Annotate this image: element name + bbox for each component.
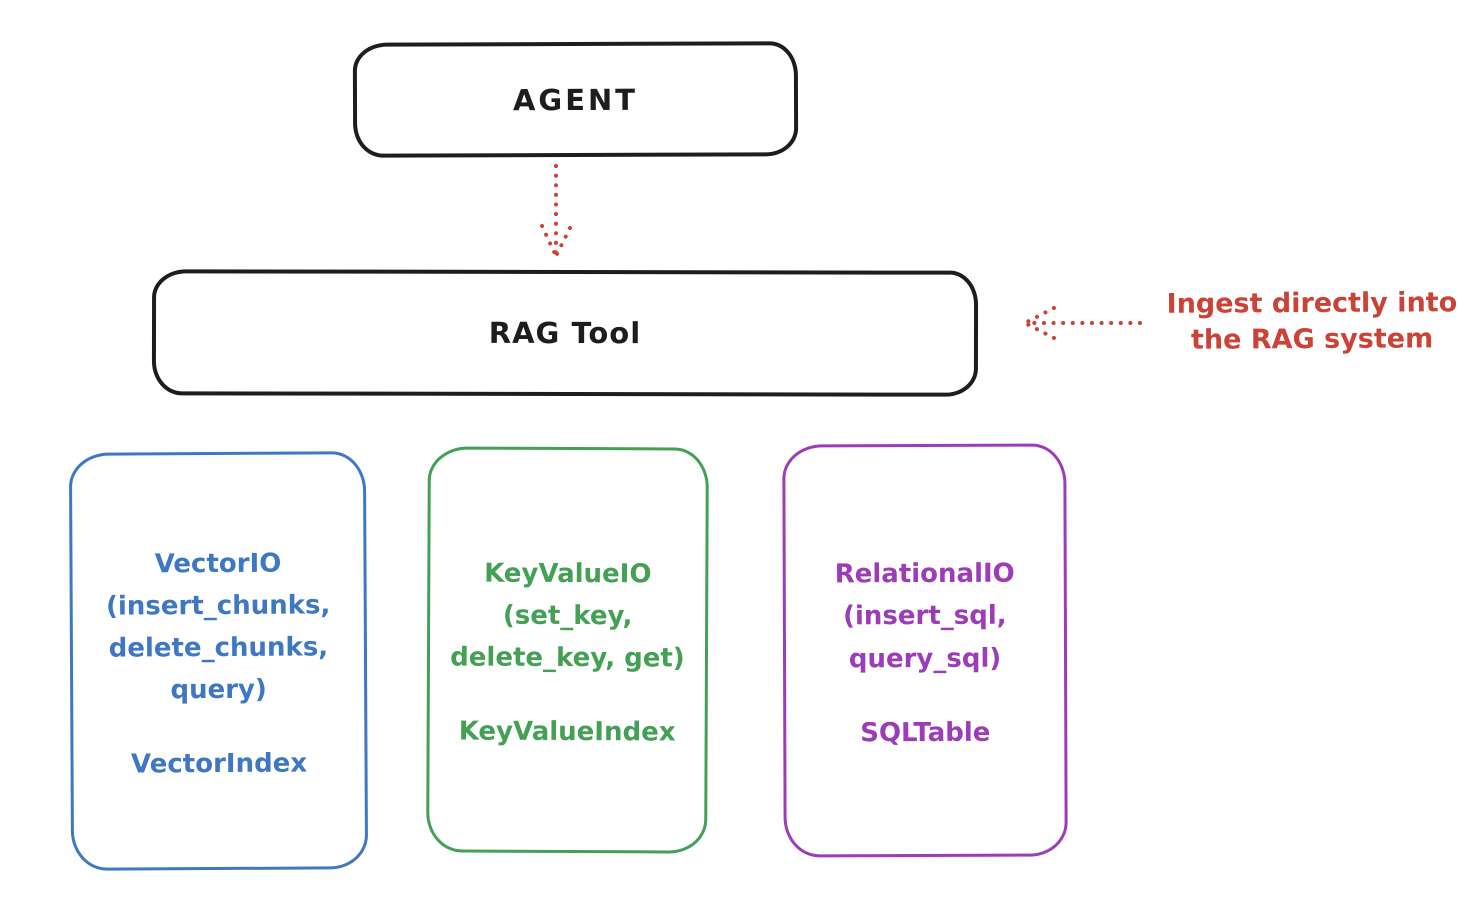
arrow-ingest-to-rag-tool-icon bbox=[1023, 306, 1142, 340]
ingest-annotation: Ingest directly into the RAG system bbox=[1166, 287, 1458, 356]
key-value-index-label: KeyValueIndex bbox=[458, 716, 676, 748]
arrow-agent-to-rag-tool-icon bbox=[540, 164, 572, 258]
agent-node-label: AGENT bbox=[512, 82, 639, 117]
agent-node: AGENT bbox=[352, 41, 799, 158]
sql-table-label: SQLTable bbox=[860, 717, 991, 748]
vector-io-node: VectorIO (insert_chunks, delete_chunks, … bbox=[68, 451, 369, 871]
relational-io-node-body: RelationalIO (insert_sql, query_sql) bbox=[834, 559, 1015, 674]
key-value-io-node-body: KeyValueIO (set_key, delete_key, get) bbox=[450, 558, 685, 674]
relational-io-node: RelationalIO (insert_sql, query_sql) SQL… bbox=[782, 443, 1068, 858]
vector-io-node-body: VectorIO (insert_chunks, delete_chunks, … bbox=[106, 548, 331, 706]
vector-index-label: VectorIndex bbox=[130, 748, 308, 780]
key-value-io-node: KeyValueIO (set_key, delete_key, get) Ke… bbox=[426, 446, 709, 854]
rag-tool-node-label: RAG Tool bbox=[488, 315, 642, 351]
rag-tool-node: RAG Tool bbox=[151, 269, 979, 397]
